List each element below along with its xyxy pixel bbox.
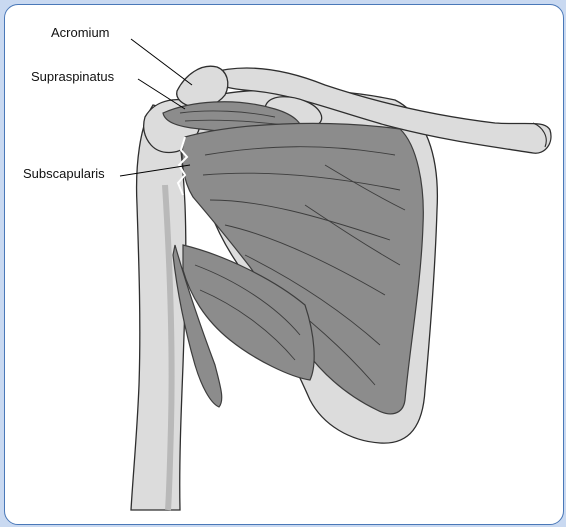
diagram-panel: Acromium Supraspinatus Subscapularis xyxy=(4,4,564,525)
label-acromium: Acromium xyxy=(51,25,110,40)
acromium-leader xyxy=(131,39,192,85)
label-subscapularis: Subscapularis xyxy=(23,166,105,181)
label-supraspinatus: Supraspinatus xyxy=(31,69,114,84)
humerus-bone xyxy=(131,105,186,510)
